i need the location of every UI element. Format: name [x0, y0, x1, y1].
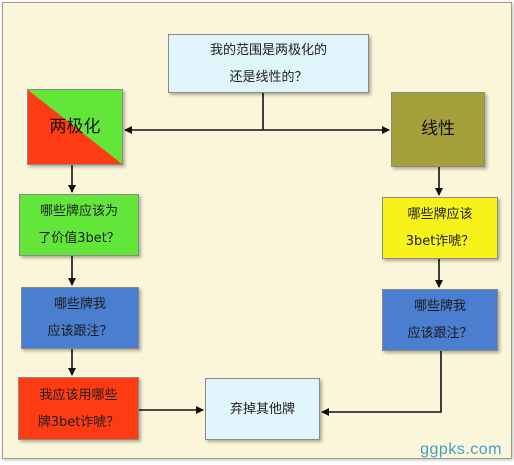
node-right-call: 哪些牌我 应该跟注？	[382, 289, 498, 351]
node-right-call-label: 哪些牌我 应该跟注？	[407, 299, 473, 341]
connector-right-to-fold	[321, 351, 442, 416]
node-fold-rest-label: 弃掉其他牌	[229, 401, 295, 417]
node-polarized-label: 两极化	[49, 116, 101, 137]
node-polarized: 两极化	[27, 89, 123, 165]
node-left-bluff-3bet: 我应该用哪些 牌3bet诈唬？	[18, 377, 139, 440]
node-linear: 线性	[391, 92, 485, 167]
node-right-bluff-3bet: 哪些牌应该 3bet诈唬？	[382, 197, 498, 259]
node-left-call: 哪些牌我 应该跟注？	[21, 287, 139, 349]
node-left-bluff-3bet-label: 我应该用哪些 牌3bet诈唬？	[37, 387, 120, 430]
node-fold-rest: 弃掉其他牌	[205, 378, 320, 440]
watermark: ggpks.com	[420, 441, 502, 458]
node-left-value-3bet: 哪些牌应该为 了价值3bet？	[19, 194, 139, 256]
node-right-bluff-3bet-label: 哪些牌应该 3bet诈唬？	[405, 207, 475, 249]
node-top-question-label: 我的范围是两极化的 还是线性的？	[209, 42, 327, 85]
node-left-call-label: 哪些牌我 应该跟注？	[47, 297, 113, 339]
node-linear-label: 线性	[421, 119, 455, 139]
node-left-value-3bet-label: 哪些牌应该为 了价值3bet？	[38, 204, 120, 246]
node-top-question: 我的范围是两极化的 还是线性的？	[168, 34, 369, 93]
